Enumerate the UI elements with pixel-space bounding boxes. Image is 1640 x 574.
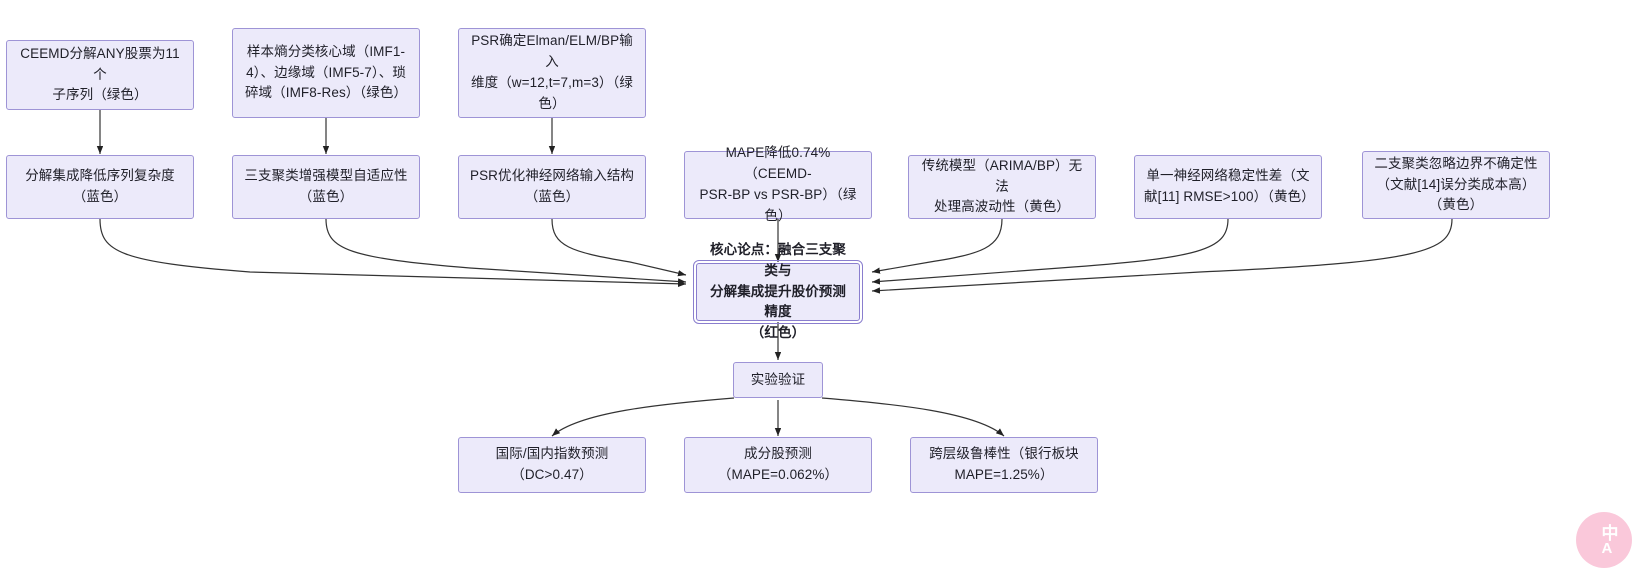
edge-validation-n13 [551,397,735,437]
edge-n5-core [325,218,687,285]
watermark-text: 中 A [1602,525,1619,556]
edge-n9-core [871,218,1229,285]
node-single-nn-instability[interactable]: 单一神经网络稳定性差（文 献[11] RMSE>100）（黄色） [1134,155,1322,219]
edge-n10-core [871,218,1453,294]
node-constituent-stock-result[interactable]: 成分股预测 （MAPE=0.062%） [684,437,872,493]
node-label: 单一神经网络稳定性差（文 献[11] RMSE>100）（黄色） [1144,168,1315,204]
watermark-bottom-char: A [1601,539,1613,557]
node-core-thesis[interactable]: 核心论点：融合三支聚类与 分解集成提升股价预测精度 （红色） [693,242,863,340]
node-label: PSR优化神经网络输入结构 （蓝色） [469,168,635,204]
node-label: MAPE降低0.74%（CEEMD- PSR-BP vs PSR-BP）（绿 色… [699,145,857,223]
node-two-way-clustering-limitation[interactable]: 二支聚类忽略边界不确定性 （文献[14]误分类成本高） （黄色） [1362,151,1550,219]
node-label: 跨层级鲁棒性（银行板块 MAPE=1.25%） [929,446,1079,482]
node-label: 二支聚类忽略边界不确定性 （文献[14]误分类成本高） （黄色） [1374,155,1538,213]
edge-validation-n15 [821,397,1005,437]
watermark-top-char: 中 [1601,523,1619,543]
node-experimental-validation[interactable]: 实验验证 [733,362,823,398]
node-label: 成分股预测 （MAPE=0.062%） [717,446,839,482]
node-label: 国际/国内指数预测 （DC>0.47） [495,446,609,482]
node-traditional-models-limitation[interactable]: 传统模型（ARIMA/BP）无法 处理高波动性（黄色） [908,155,1096,219]
edge-n6-core [551,218,687,277]
node-sample-entropy-classification[interactable]: 样本熵分类核心域（IMF1- 4）、边缘域（IMF5-7）、琐 碎域（IMF8-… [232,28,420,118]
edge-n8-core [871,218,1003,274]
node-label: PSR确定Elman/ELM/BP输入 维度（w=12,t=7,m=3）（绿 色… [471,33,633,111]
node-label: 核心论点：融合三支聚类与 分解集成提升股价预测精度 （红色） [710,241,846,341]
node-ceemd-decomposition[interactable]: CEEMD分解ANY股票为11个 子序列（绿色） [6,40,194,110]
node-psr-input-dimension[interactable]: PSR确定Elman/ELM/BP输入 维度（w=12,t=7,m=3）（绿 色… [458,28,646,118]
node-label: 传统模型（ARIMA/BP）无法 处理高波动性（黄色） [921,157,1083,215]
node-label: 分解集成降低序列复杂度 （蓝色） [25,168,175,204]
node-decomposition-reduces-complexity[interactable]: 分解集成降低序列复杂度 （蓝色） [6,155,194,219]
node-label: CEEMD分解ANY股票为11个 子序列（绿色） [20,45,180,103]
node-three-way-clustering-adaptivity[interactable]: 三支聚类增强模型自适应性 （蓝色） [232,155,420,219]
node-label: 样本熵分类核心域（IMF1- 4）、边缘域（IMF5-7）、琐 碎域（IMF8-… [244,43,408,101]
watermark-badge: 中 A [1576,512,1632,568]
node-mape-improvement[interactable]: MAPE降低0.74%（CEEMD- PSR-BP vs PSR-BP）（绿 色… [684,145,872,223]
node-cross-level-robustness-result[interactable]: 跨层级鲁棒性（银行板块 MAPE=1.25%） [910,437,1098,493]
node-index-prediction-result[interactable]: 国际/国内指数预测 （DC>0.47） [458,437,646,493]
node-label: 三支聚类增强模型自适应性 （蓝色） [244,168,408,204]
node-label: 实验验证 [750,371,806,387]
edge-n4-core [99,218,687,287]
node-psr-optimizes-nn-input[interactable]: PSR优化神经网络输入结构 （蓝色） [458,155,646,219]
